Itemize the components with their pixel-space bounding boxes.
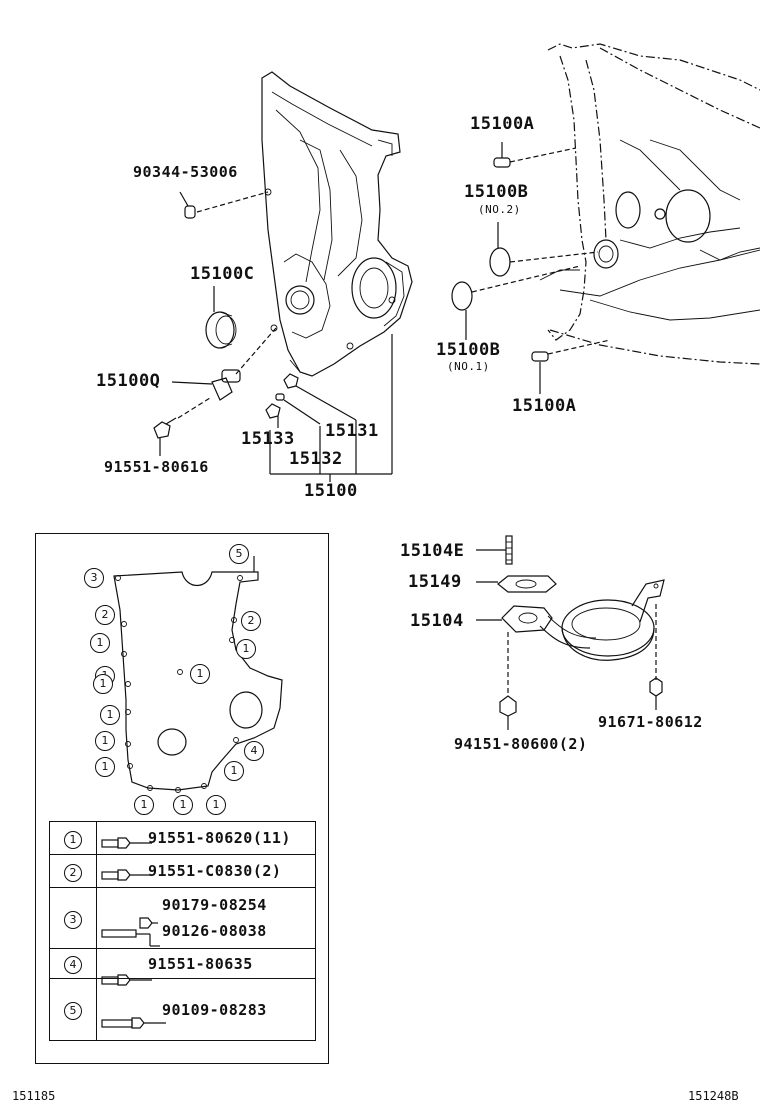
label-15100a-top: 15100A: [470, 114, 535, 134]
label-15100b-top: 15100B: [464, 182, 529, 202]
oil-strainer-drawing: [476, 535, 665, 730]
leader-15100q: [171, 381, 213, 385]
label-15100q: 15100Q: [96, 371, 161, 391]
label-90344-53006: 90344-53006: [133, 163, 238, 181]
callout-1: 1: [93, 674, 113, 694]
legend-part-number: 91551-C0830(2): [148, 862, 282, 880]
timing-cover-drawing: [261, 71, 413, 377]
cover-gasket-outline: [113, 556, 283, 793]
bolt-legend-table: 1 91551-80620(11) 2 91551-C0830(2) 3 901…: [49, 821, 316, 1041]
label-no2: (NO.2): [478, 203, 521, 216]
o-ring-no1-drawing: [451, 265, 581, 340]
plug-90344-drawing: [184, 191, 269, 219]
bolt-91551-80616-drawing: [153, 397, 211, 439]
callout-2-right: 2: [241, 611, 261, 631]
footer-left-code: 151185: [12, 1089, 56, 1103]
callout-3: 3: [84, 568, 104, 588]
callout-4: 4: [244, 741, 264, 761]
small-parts-drawing: [265, 373, 357, 428]
legend-part-number: 91551-80635: [148, 954, 253, 973]
label-15133: 15133: [241, 429, 295, 449]
callout-2-left: 2: [95, 605, 115, 625]
callout-1: 1: [95, 731, 115, 751]
label-15100: 15100: [304, 481, 358, 501]
label-91551-80616: 91551-80616: [104, 458, 209, 476]
legend-row: 1 91551-80620(11): [49, 821, 316, 855]
callout-1: 1: [134, 795, 154, 815]
label-94151-80600: 94151-80600(2): [454, 735, 588, 753]
legend-row: 4 91551-80635: [49, 948, 316, 979]
label-15100b-bottom: 15100B: [436, 340, 501, 360]
legend-part-number: 90109-08283: [162, 1000, 267, 1019]
legend-row: 2 91551-C0830(2): [49, 854, 316, 888]
label-15100c: 15100C: [190, 264, 255, 284]
callout-1: 1: [173, 795, 193, 815]
dowel-bottom-drawing: [531, 339, 611, 394]
callout-1: 1: [95, 757, 115, 777]
label-91671-80612: 91671-80612: [598, 713, 703, 731]
label-no1: (NO.1): [447, 360, 490, 373]
callout-1: 1: [190, 664, 210, 684]
legend-row: 5 90109-08283: [49, 978, 316, 1041]
callout-5: 5: [229, 544, 249, 564]
label-15104: 15104: [410, 611, 464, 631]
legend-row: 3 90179-08254 90126-08038: [49, 887, 316, 949]
callout-1: 1: [236, 639, 256, 659]
o-ring-no2-drawing: [489, 222, 599, 277]
legend-num: 2: [64, 863, 82, 882]
oil-seal-drawing: [205, 311, 237, 349]
legend-num: 5: [64, 1002, 82, 1020]
legend-num: 3: [64, 910, 82, 929]
label-15131: 15131: [325, 421, 379, 441]
legend-num: 1: [64, 830, 82, 849]
legend-part-number: 90179-08254: [162, 896, 267, 914]
engine-block-drawing: [539, 43, 760, 365]
callout-1: 1: [206, 795, 226, 815]
dowel-top-drawing: [493, 142, 577, 168]
label-15100a-bottom: 15100A: [512, 396, 577, 416]
footer-right-code: 151248B: [688, 1089, 739, 1103]
callout-1: 1: [90, 633, 110, 653]
label-15149: 15149: [408, 572, 462, 592]
assembly-bracket-lines: [269, 334, 393, 482]
bolt-legend-panel: [35, 533, 329, 1064]
legend-part-number: 91551-80620(11): [148, 829, 291, 847]
label-15132: 15132: [289, 449, 343, 469]
legend-part-number: 90126-08038: [162, 922, 267, 940]
sensor-15100q-drawing: [211, 327, 277, 401]
callout-1: 1: [100, 705, 120, 725]
label-15104e: 15104E: [400, 541, 465, 561]
leader-90344: [179, 191, 189, 207]
callout-1: 1: [224, 761, 244, 781]
legend-num: 4: [64, 956, 82, 974]
